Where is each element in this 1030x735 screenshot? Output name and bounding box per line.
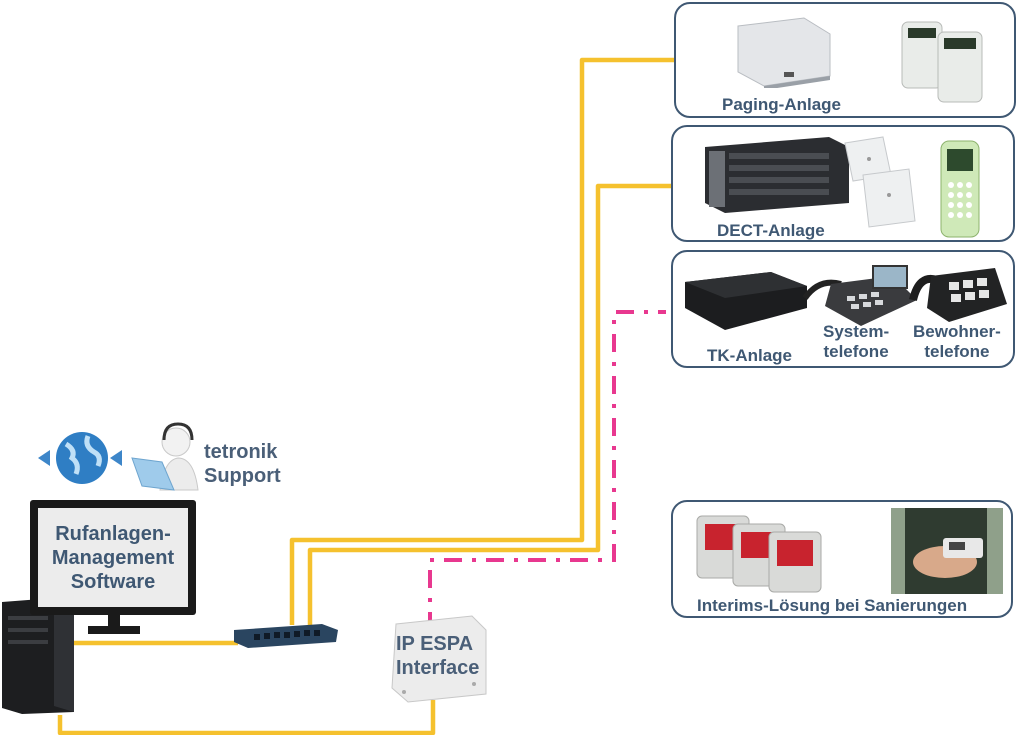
tk-label: TK-Anlage (707, 346, 792, 365)
monitor: Rufanlagen- Management Software (30, 500, 196, 615)
dect-handset-image (940, 140, 980, 238)
system-phone-image (802, 265, 917, 326)
interim-panel: Interims-Lösung bei Sanierungen (671, 500, 1013, 618)
interim-label: Interims-Lösung bei Sanierungen (697, 596, 968, 615)
interim-units-image (696, 515, 822, 593)
espa-label: IP ESPA Interface (396, 633, 480, 679)
tk-panel: TK-Anlage System- telefone Bewohner- tel… (671, 250, 1015, 368)
dect-panel: DECT-Anlage (671, 125, 1015, 242)
paging-receiver-image (901, 21, 983, 103)
resident-phone-image (909, 268, 1007, 322)
network-switch-image (234, 624, 338, 648)
espa-interface-image (391, 615, 487, 703)
support-label: tetronik Support (204, 441, 281, 487)
resident-phones-label: Bewohner- telefone (913, 322, 1001, 362)
pc-tower-image (2, 598, 74, 714)
line-espa-to-tk (428, 310, 666, 630)
line-switch-to-paging (289, 57, 676, 625)
globe-icon (38, 432, 122, 484)
software-label: Rufanlagen- Management Software (51, 522, 175, 593)
system-phones-label: System- telefone (823, 322, 890, 362)
dect-label: DECT-Anlage (717, 221, 825, 240)
paging-label: Paging-Anlage (722, 95, 842, 114)
interim-hand-image (891, 508, 1003, 594)
line-switch-to-dect (307, 183, 676, 625)
dect-base-station-image (844, 136, 916, 228)
support-agent-icon (131, 422, 199, 491)
line-pc-to-espa (57, 700, 436, 735)
dect-system-image (705, 137, 849, 213)
paging-panel: Paging-Anlage (674, 2, 1016, 118)
monitor-stand (88, 614, 140, 634)
tk-system-image (685, 272, 807, 330)
monitor-screen: Rufanlagen- Management Software (38, 508, 188, 607)
paging-base-station-image (737, 17, 831, 88)
